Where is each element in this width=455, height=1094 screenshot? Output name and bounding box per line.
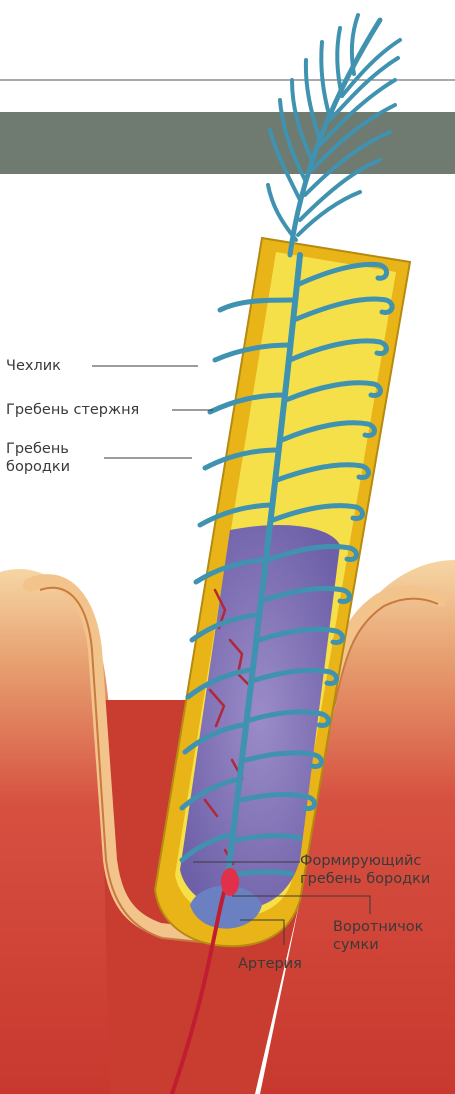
label-formiruyushchiy: Формирующийс гребень бородки [300,852,455,888]
label-chekhlik: Чехлик [6,357,61,375]
label-arteriya: Артерия [238,955,302,973]
label-greben-borodki-line1: Гребень [6,440,70,458]
label-greben-sterzhnya: Гребень стержня [6,401,139,419]
label-vorotnichok-line1: Воротничок [333,918,423,936]
label-greben-borodki-line2: бородки [6,458,70,476]
label-vorotnichok-line2: сумки [333,936,423,954]
label-greben-borodki: Гребень бородки [6,440,70,476]
header-band [0,112,455,174]
label-formiruyushchiy-line2: гребень бородки [300,870,455,888]
label-vorotnichok: Воротничок сумки [333,918,423,954]
label-formiruyushchiy-line1: Формирующийс [300,852,455,870]
